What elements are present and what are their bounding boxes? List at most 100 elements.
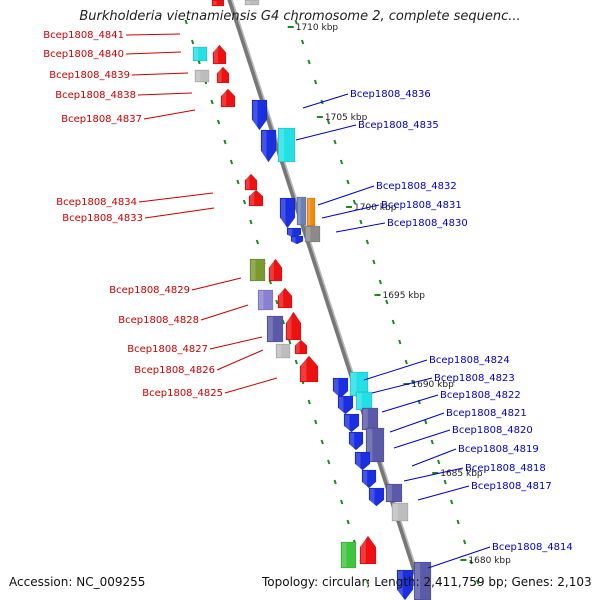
tick-mark: [378, 279, 382, 285]
leader-line: [125, 51, 182, 55]
gene-arrow-shape: [290, 235, 304, 245]
forward-gene-label: Bcep1808_4820: [452, 425, 533, 436]
gene-shading: [279, 289, 284, 307]
gene-glyph-top: [244, 0, 260, 6]
gene-arrow-shape: [277, 287, 293, 309]
tick-mark: [372, 259, 376, 265]
accession-text: Accession: NC_009255: [9, 575, 146, 589]
gene-shading: [253, 101, 258, 129]
forward-gene-label: Bcep1808_4822: [440, 390, 521, 401]
gene-shading: [279, 129, 285, 161]
gene-shading: [246, 1, 251, 4]
tick-mark: [294, 19, 298, 25]
gene-glyph-4823a: [337, 395, 354, 415]
leader-line: [427, 546, 491, 569]
leader-line: [321, 204, 380, 219]
reverse-gene-label: Bcep1808_4837: [61, 114, 142, 125]
tick-mark: [333, 479, 337, 485]
gene-glyph-4836: [251, 99, 268, 131]
gene-arrow-shape: [251, 99, 268, 131]
position-label: 1685 kbp: [440, 469, 483, 479]
position-label: 1710 kbp: [296, 23, 339, 33]
gene-arrow-shape: [396, 569, 414, 600]
position-label: 1705 kbp: [325, 113, 368, 123]
gene-shading: [387, 485, 392, 501]
gene-glyph-4832: [296, 196, 307, 226]
leader-line: [125, 33, 181, 36]
gene-glyph-4833: [248, 189, 264, 207]
gene-shading: [415, 563, 421, 599]
leader-line: [302, 93, 349, 109]
gene-arrow-shape: [294, 339, 308, 355]
gene-glyph-4821a: [348, 431, 364, 451]
leader-line: [335, 222, 386, 233]
gene-glyph-4839: [194, 69, 210, 83]
gene-arrow-shape: [348, 431, 364, 451]
leader-line: [131, 72, 189, 76]
gene-arrow-shape: [361, 469, 377, 489]
gene-glyph-4829b: [268, 258, 283, 282]
gene-glyph-4826: [275, 343, 291, 359]
tick-mark: [346, 179, 350, 185]
position-label: 1695 kbp: [383, 291, 426, 301]
gene-shading: [306, 227, 311, 241]
leader-line: [403, 467, 464, 482]
gene-arrow-shape: [368, 487, 385, 507]
leader-line: [137, 92, 193, 96]
gene-shading: [398, 571, 403, 599]
gene-glyph-4813a: [340, 541, 357, 569]
forward-gene-label: Bcep1808_4819: [458, 444, 539, 455]
gene-glyph-4817a: [368, 487, 385, 507]
gene-arrow-shape: [359, 535, 377, 565]
gene-glyph-4831: [306, 197, 316, 227]
gene-glyph-4829: [249, 258, 266, 282]
gene-shading: [296, 341, 300, 353]
gene-glyph-4841: [211, 0, 225, 7]
tick-mark: [463, 539, 467, 545]
gene-shading: [301, 357, 307, 381]
gene-shading: [308, 199, 311, 225]
forward-gene-label: Bcep1808_4814: [492, 542, 573, 553]
gene-glyph-4818: [385, 483, 403, 503]
tick-mark: [242, 199, 247, 205]
tick-mark: [294, 359, 298, 365]
tick-mark: [333, 139, 337, 145]
gene-shading: [194, 48, 199, 60]
gene-shading: [268, 317, 273, 341]
forward-gene-label: Bcep1808_4818: [465, 463, 546, 474]
gene-shading: [262, 131, 267, 161]
gene-block-shape: [365, 427, 385, 463]
gene-glyph-4814a: [396, 569, 414, 600]
gene-block-shape: [275, 343, 291, 359]
tick-mark: [327, 459, 331, 465]
gene-arrow-shape: [285, 311, 302, 341]
gene-shading: [213, 1, 217, 5]
tick-mark: [398, 339, 402, 345]
gene-shading: [342, 543, 347, 567]
gene-shading: [367, 429, 373, 461]
gene-glyph-4840b: [192, 46, 208, 62]
tick-mark: [437, 459, 441, 465]
tick-mark: [191, 39, 195, 45]
gene-glyph-4813b: [359, 535, 377, 565]
genome-summary-text: Topology: circular; Length: 2,411,759 bp…: [262, 575, 592, 589]
gene-shading: [270, 260, 274, 280]
map-title: Burkholderia vietnamiensis G4 chromosome…: [79, 9, 521, 24]
gene-block-shape: [413, 561, 432, 600]
gene-shading: [363, 471, 368, 487]
leader-line: [295, 124, 357, 141]
position-label: 1690 kbp: [411, 380, 454, 390]
tick-mark: [184, 19, 188, 25]
gene-shading: [222, 90, 227, 106]
position-label: 1680 kbp: [468, 556, 511, 566]
leader-line: [381, 394, 439, 413]
tick-mark: [288, 339, 292, 345]
tick-mark: [255, 239, 260, 245]
reverse-gene-label: Bcep1808_4827: [127, 344, 208, 355]
leader-line: [144, 207, 215, 219]
gene-block-shape: [304, 225, 321, 243]
gene-glyph-4822a: [343, 413, 360, 433]
tick-mark: [424, 419, 428, 425]
gene-block-shape: [244, 0, 260, 6]
gene-glyph-4830b: [290, 235, 304, 245]
